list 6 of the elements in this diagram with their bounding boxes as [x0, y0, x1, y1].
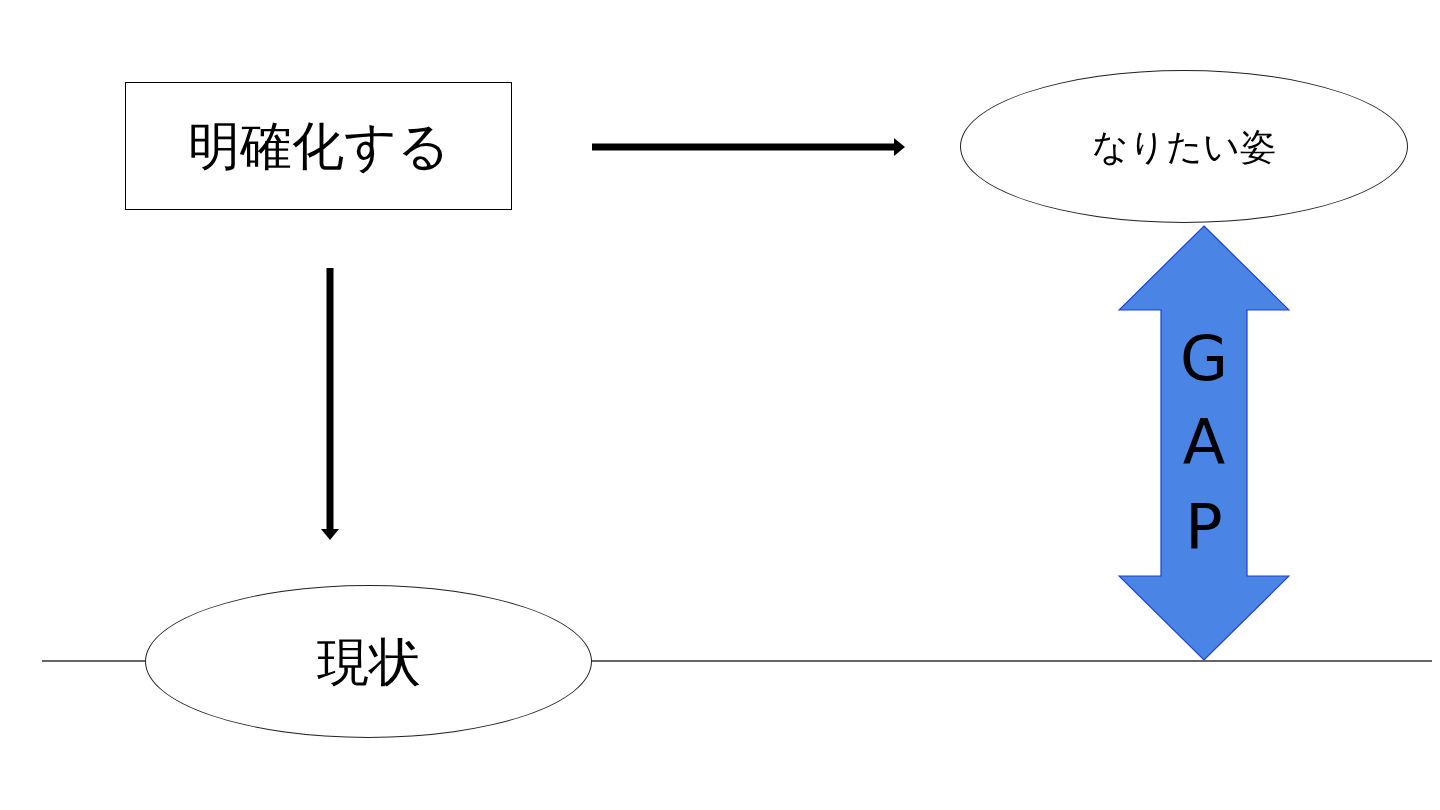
gap-double-arrow	[1118, 225, 1290, 661]
process-box	[125, 82, 512, 210]
node-label: GAP	[1178, 320, 1229, 566]
node-label: なりたい姿	[1092, 128, 1276, 165]
node-label: 現状	[316, 635, 421, 688]
node-label: 明確化する	[187, 120, 450, 172]
